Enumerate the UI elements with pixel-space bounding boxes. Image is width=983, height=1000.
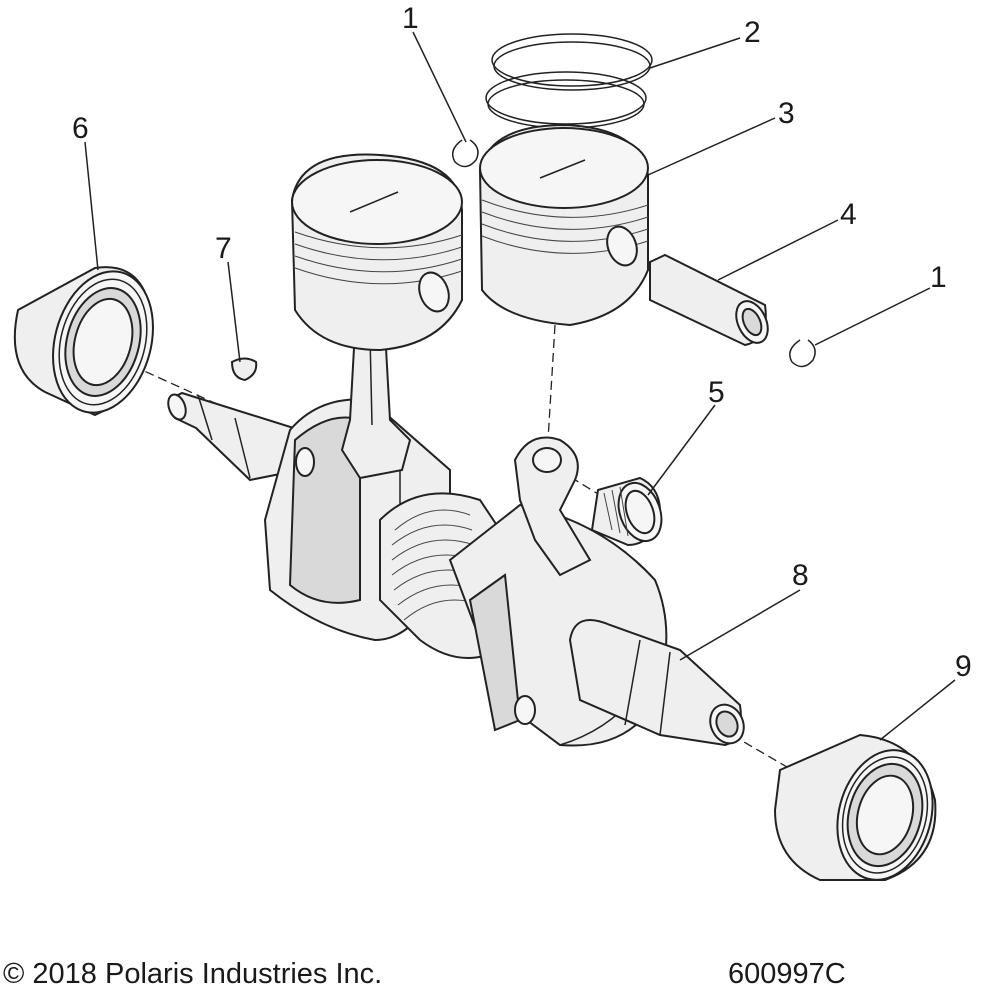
callout-1-top: 1 — [402, 2, 419, 35]
piston-pin — [649, 253, 769, 347]
leader-lines — [84, 31, 956, 741]
callout-1-right: 1 — [930, 261, 947, 294]
callout-labels: 1 2 3 4 1 5 6 7 8 9 — [72, 2, 972, 683]
main-bearing-right — [773, 733, 937, 881]
copyright-text: © 2018 Polaris Industries Inc. — [3, 958, 383, 990]
callout-9: 9 — [955, 650, 972, 683]
ring-clip-top — [451, 139, 479, 168]
callout-3: 3 — [778, 97, 795, 130]
document-number: 600997C — [728, 958, 846, 990]
piston-rings — [485, 33, 653, 129]
callout-4: 4 — [840, 198, 857, 231]
piston — [478, 123, 649, 327]
callout-5: 5 — [708, 376, 725, 409]
connecting-rod-left — [340, 329, 412, 480]
needle-bearing — [590, 476, 663, 547]
main-bearing-left — [13, 266, 154, 417]
callout-6: 6 — [72, 112, 89, 145]
piston-left — [290, 153, 463, 352]
connecting-rod-right — [513, 436, 592, 577]
callout-8: 8 — [792, 559, 809, 592]
callout-7: 7 — [215, 232, 232, 265]
callout-2: 2 — [744, 16, 761, 49]
crankshaft-left-stub — [167, 391, 301, 482]
woodruff-key — [230, 357, 258, 382]
ring-clip-right — [789, 339, 816, 368]
crankshaft-right-stub — [568, 619, 745, 747]
